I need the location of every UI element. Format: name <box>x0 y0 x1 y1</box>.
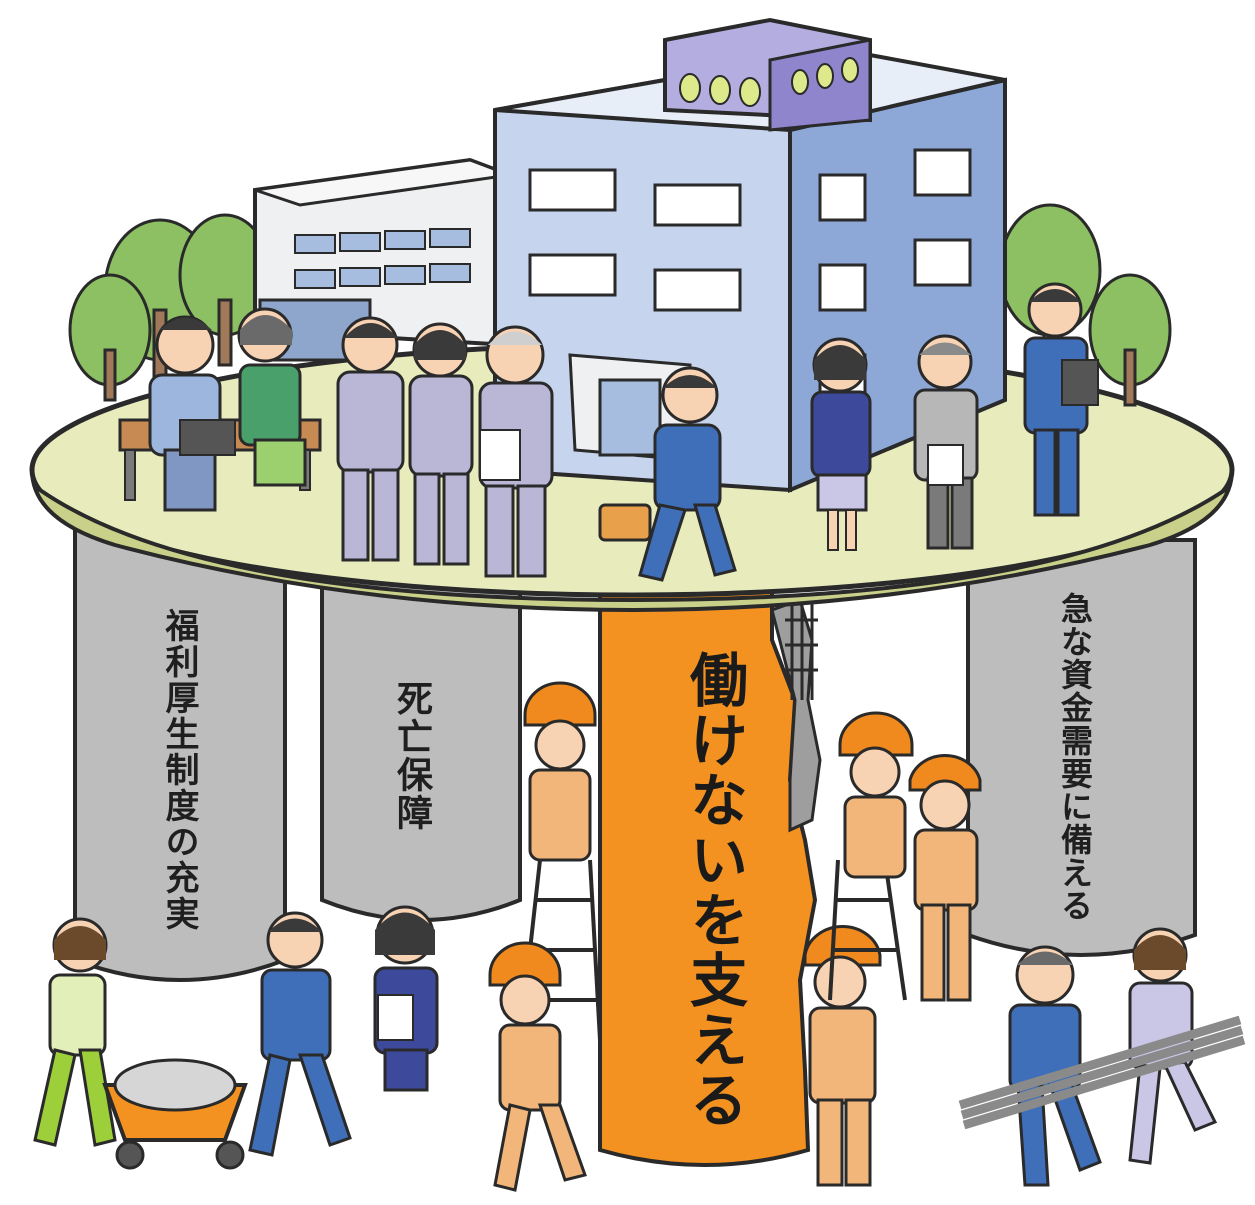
person-phone-businessman <box>598 366 737 582</box>
person-woman-cart <box>33 917 117 1147</box>
person-laptop-man <box>148 315 236 512</box>
worker-elder <box>908 753 982 1002</box>
tree-right-2 <box>1088 273 1172 407</box>
worker-trowel <box>803 925 882 1187</box>
pillar-label-emergency-funds: 急な資金需要に備える <box>1056 592 1094 922</box>
person-green-woman <box>237 307 307 487</box>
rooftop-sign <box>663 17 872 132</box>
person-woman-pointing <box>373 905 439 1092</box>
pillar-funds <box>966 538 1197 957</box>
pillar-disability <box>598 578 822 1167</box>
person-tablet-man <box>1023 282 1099 517</box>
person-businessman-walking-left <box>248 911 352 1157</box>
worker-roller <box>488 941 587 1192</box>
person-woman-waving <box>810 337 872 551</box>
tree-left-3 <box>68 273 152 402</box>
person-gray-suit <box>913 334 979 550</box>
workers-uniform-group <box>336 316 554 578</box>
pillar-label-welfare: 福利厚生制度の充実 <box>159 608 199 932</box>
pipes <box>958 1015 1246 1130</box>
worker-ladder-right <box>828 711 914 1001</box>
pillar-label-disability-support: 働けないを支える <box>680 650 748 1130</box>
tree-left-2 <box>178 213 272 367</box>
wheelbarrow <box>102 1058 248 1170</box>
pillar-label-death-benefit: 死亡保障 <box>391 680 432 832</box>
